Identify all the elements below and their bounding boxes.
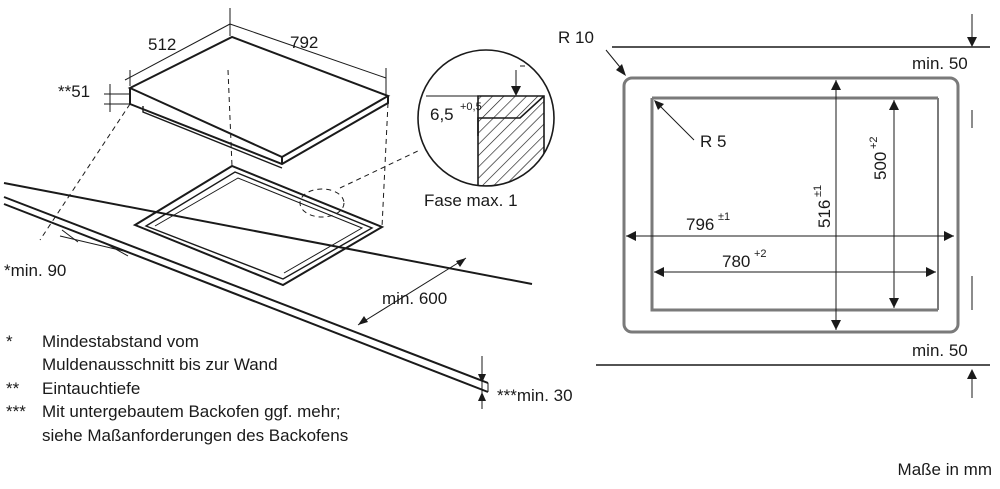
countertop-front-edge-bottom [3,203,489,393]
footnote-2: ** Eintauchtiefe [6,377,348,400]
footnote-text: Mindestabstand vom [42,332,199,351]
label-796-tolerance: ±1 [718,211,730,223]
arrow-bottom [967,369,977,379]
projection-line-center [227,69,233,167]
footnote-3: *** Mit untergebautem Backofen ggf. mehr… [6,400,348,423]
arrow-top [967,37,977,47]
label-r5: R 5 [700,132,726,151]
label-792: 792 [290,33,318,52]
label-780: 780 [722,252,750,271]
dim-line-min-600 [357,257,467,326]
label-780-tolerance: +2 [754,248,767,260]
detail-view: 6,5 +0,5 Fase max. 1 [417,49,555,210]
label-512: 512 [148,35,176,54]
hob-top-outline [127,35,391,159]
label-min-50-top: min. 50 [912,54,968,73]
detail-section-hatch [477,95,545,186]
countertop-front-edge-top [3,196,489,384]
label-r10: R 10 [558,28,594,47]
arrow-600-bottom [358,316,368,325]
label-51: **51 [58,82,90,101]
isometric-view: 512 792 **51 *min. 90 min. 600 [3,8,573,409]
label-fase: Fase max. 1 [424,191,518,210]
footnote-mark: * [6,332,13,351]
projection-line-right [381,102,389,228]
detail-chamfer [477,95,545,136]
hob-outer-frame [622,76,960,334]
footnote-text: Eintauchtiefe [42,378,141,398]
label-500: 500 [871,152,890,180]
dim-line-792 [229,23,387,79]
top-view: min. 50 min. 50 R 10 R 5 796 ±1 780 +2 [558,14,990,398]
label-500-tolerance: +2 [868,136,880,149]
footnotes: * Mindestabstand vom Muldenausschnitt bi… [6,330,348,447]
arrow-516-bottom [831,320,841,330]
arrow-780-left [654,267,664,277]
arrow-500-bottom [889,298,899,308]
label-516: 516 [815,200,834,228]
hob-underside [142,106,283,169]
footnote-text: Muldenausschnitt bis zur Wand [42,355,278,375]
arrow-516-top [831,80,841,90]
cutout-depth-line [154,177,364,274]
footnote-text: siehe Maßanforderungen des Backofens [42,425,349,445]
label-796: 796 [686,215,714,234]
label-min-90: *min. 90 [4,261,66,280]
label-detail-tolerance: +0,5 [460,101,482,113]
footnote-1: * Mindestabstand vom [6,330,348,353]
dim-line-512 [124,23,231,81]
footnote-mark: *** [6,402,26,422]
arrow-30-top [478,374,486,383]
cutout-inner-lip [144,171,374,280]
label-min-30: ***min. 30 [497,386,573,405]
detail-leader [339,149,421,189]
arrow-796-left [626,231,636,241]
label-516-tolerance: ±1 [812,185,824,197]
detail-marker [299,188,345,218]
cutout-frame [650,96,938,312]
label-min-600: min. 600 [382,289,447,308]
detail-arrow [511,86,521,96]
label-min-50-bottom: min. 50 [912,341,968,360]
arrow-500-top [889,100,899,110]
countertop-back-edge [3,182,533,285]
arrow-30-bottom [478,392,486,401]
hob-edge [129,88,389,166]
projection-line-left [39,103,131,241]
label-detail-depth: 6,5 [430,105,454,124]
r5-leader [655,101,695,141]
footnote-text: Mit untergebautem Backofen ggf. mehr; [42,402,341,422]
cutout-outline [132,164,385,287]
min-90-dim [59,235,129,253]
arrow-780-right [926,267,936,277]
units-label: Maße in mm [897,460,992,479]
r5-arrow [654,100,664,110]
r10-arrow [616,64,626,76]
arrow-600-top [456,258,466,267]
footnote-mark: ** [6,378,20,398]
arrow-796-right [944,231,954,241]
